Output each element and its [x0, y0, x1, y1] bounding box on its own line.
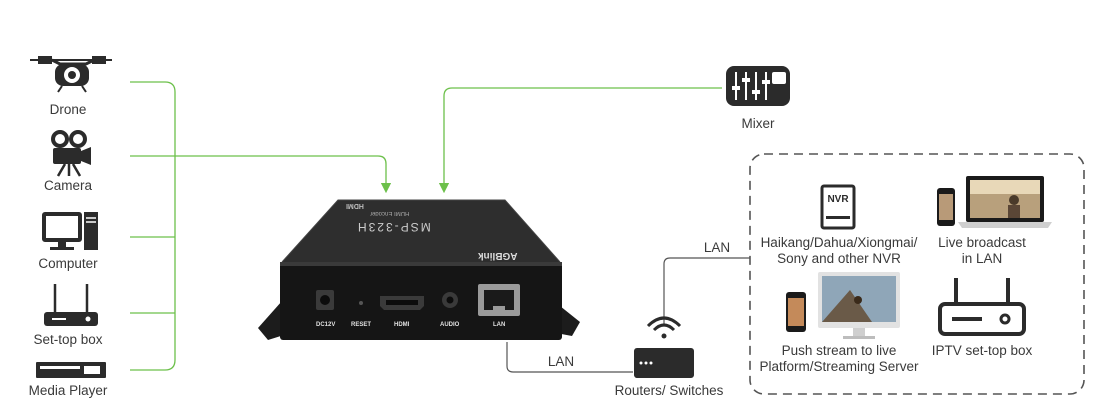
live-label-line1: Live broadcast	[938, 235, 1026, 250]
live-label-line2: in LAN	[961, 251, 1003, 266]
settop-label: Set-top box	[33, 332, 103, 347]
mediaplayer-label: Media Player	[28, 383, 108, 398]
camera-icon	[51, 130, 91, 177]
iptv-settop-icon	[938, 278, 1026, 336]
outputs-frame	[749, 153, 1085, 395]
device-model: MSP-323H	[356, 220, 431, 234]
router-icon	[634, 316, 694, 378]
lan-label-bottom: LAN	[547, 354, 575, 369]
computer-label: Computer	[38, 256, 98, 271]
device-to-router-line	[506, 342, 633, 373]
port-label-hdmi: HDMI	[394, 322, 410, 328]
camera-to-device-line	[130, 155, 392, 194]
push-stream-image	[786, 272, 900, 339]
push-label-line1: Push stream to live	[781, 343, 897, 358]
push-label-line2: Platform/Streaming Server	[759, 359, 919, 374]
device-brand: AGBlink	[478, 250, 518, 261]
nvr-badge: NVR	[827, 194, 849, 205]
port-label-lan: LAN	[493, 322, 506, 328]
mixer-icon	[726, 66, 790, 106]
source-bracket-line	[130, 81, 176, 371]
device-subtitle: HDMI Encoder	[370, 210, 410, 216]
live-broadcast-image	[937, 176, 1052, 228]
camera-label: Camera	[43, 178, 92, 193]
settop-box-icon	[44, 284, 98, 326]
device-top-label: HDMI	[346, 202, 364, 209]
lan-label-top: LAN	[703, 240, 731, 255]
nvr-label-line2: Sony and other NVR	[777, 251, 901, 266]
router-to-outputs-line	[663, 257, 750, 324]
port-label-reset: RESET	[351, 322, 372, 328]
drone-icon	[30, 56, 112, 93]
router-label: Routers/ Switches	[614, 383, 724, 398]
computer-icon	[42, 212, 98, 250]
port-label-dc: DC12V	[316, 322, 336, 328]
iptv-label: IPTV set-top box	[931, 343, 1033, 358]
encoder-device	[258, 199, 580, 340]
port-label-audio: AUDIO	[440, 322, 460, 328]
mixer-label: Mixer	[741, 116, 775, 131]
nvr-label-line1: Haikang/Dahua/Xiongmai/	[760, 235, 918, 250]
nvr-icon	[820, 184, 856, 230]
media-player-icon	[36, 362, 106, 378]
drone-label: Drone	[49, 102, 87, 117]
mixer-to-device-line	[438, 87, 722, 194]
